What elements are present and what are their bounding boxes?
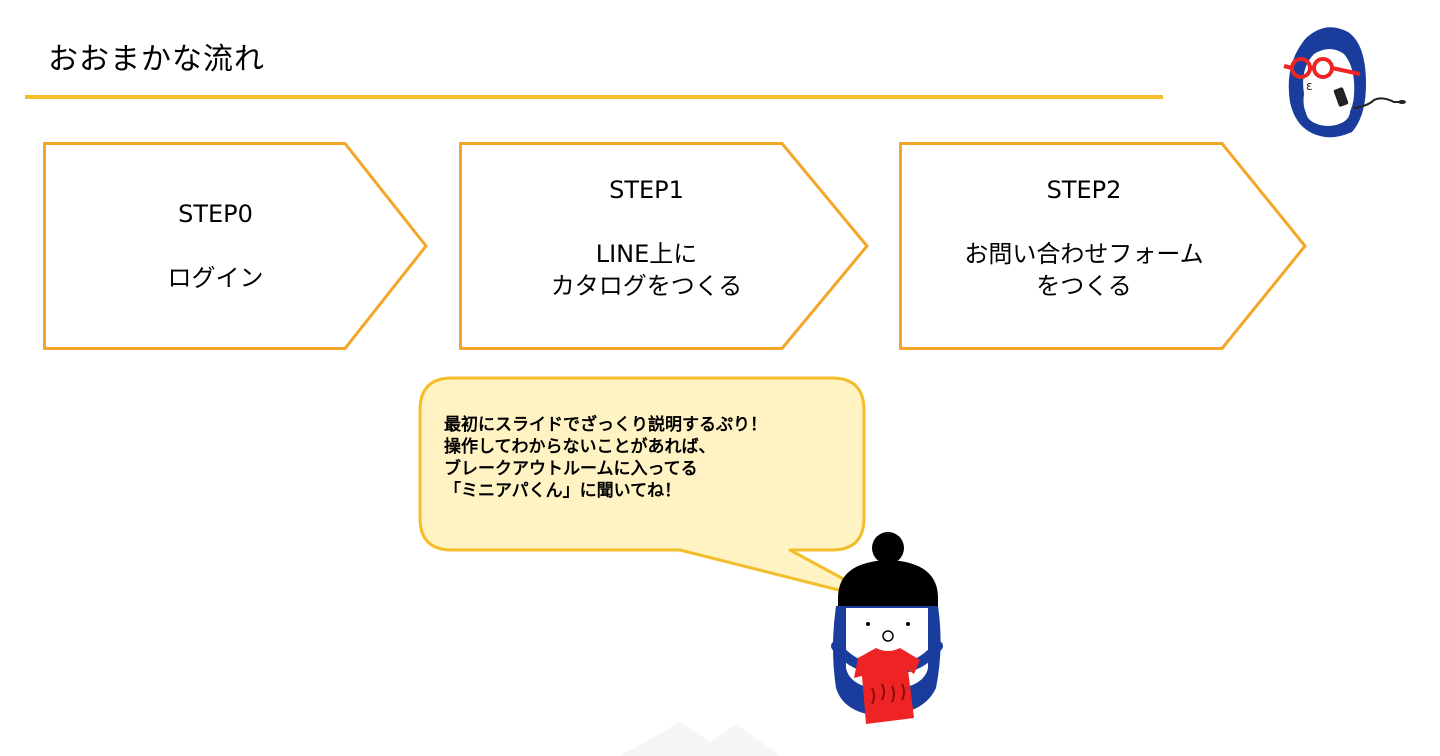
speech-bubble-text: 最初にスライドでざっくり説明するぷり！ 操作してわからないことがあれば、 ブレー… bbox=[444, 415, 767, 501]
step-0-chevron-shape bbox=[43, 142, 428, 350]
step-2-chevron-shape bbox=[899, 142, 1307, 350]
step-2-label: STEP2 bbox=[1046, 176, 1122, 204]
svg-text:ε: ε bbox=[1306, 79, 1313, 93]
step-1-text: STEP1 LINE上に カタログをつくる bbox=[459, 134, 834, 342]
step-1-chevron-shape bbox=[459, 142, 869, 350]
step-0-description: ログイン bbox=[167, 264, 264, 292]
step-2-description: お問い合わせフォーム をつくる bbox=[964, 240, 1204, 300]
step-0-text: STEP0 ログイン bbox=[43, 142, 388, 350]
speech-bubble-shape bbox=[418, 376, 888, 604]
step-1-arrow: STEP1 LINE上に カタログをつくる bbox=[459, 142, 869, 350]
step-1-label: STEP1 bbox=[609, 176, 684, 204]
step-2-text: STEP2 お問い合わせフォーム をつくる bbox=[899, 134, 1269, 342]
penguin-mascot-icon: ε bbox=[1283, 27, 1406, 138]
step-0-arrow: STEP0 ログイン bbox=[43, 142, 428, 350]
title-underline bbox=[25, 95, 1163, 99]
background-mountain-shape bbox=[620, 722, 780, 756]
step-1-description: LINE上に カタログをつくる bbox=[550, 240, 743, 300]
step-2-arrow: STEP2 お問い合わせフォーム をつくる bbox=[899, 142, 1309, 350]
step-0-label: STEP0 bbox=[178, 200, 253, 228]
mascot-holding-shirt-icon bbox=[831, 532, 943, 724]
speech-bubble: 最初にスライドでざっくり説明するぷり！ 操作してわからないことがあれば、 ブレー… bbox=[418, 376, 888, 604]
page-title: おおまかな流れ bbox=[48, 42, 265, 77]
